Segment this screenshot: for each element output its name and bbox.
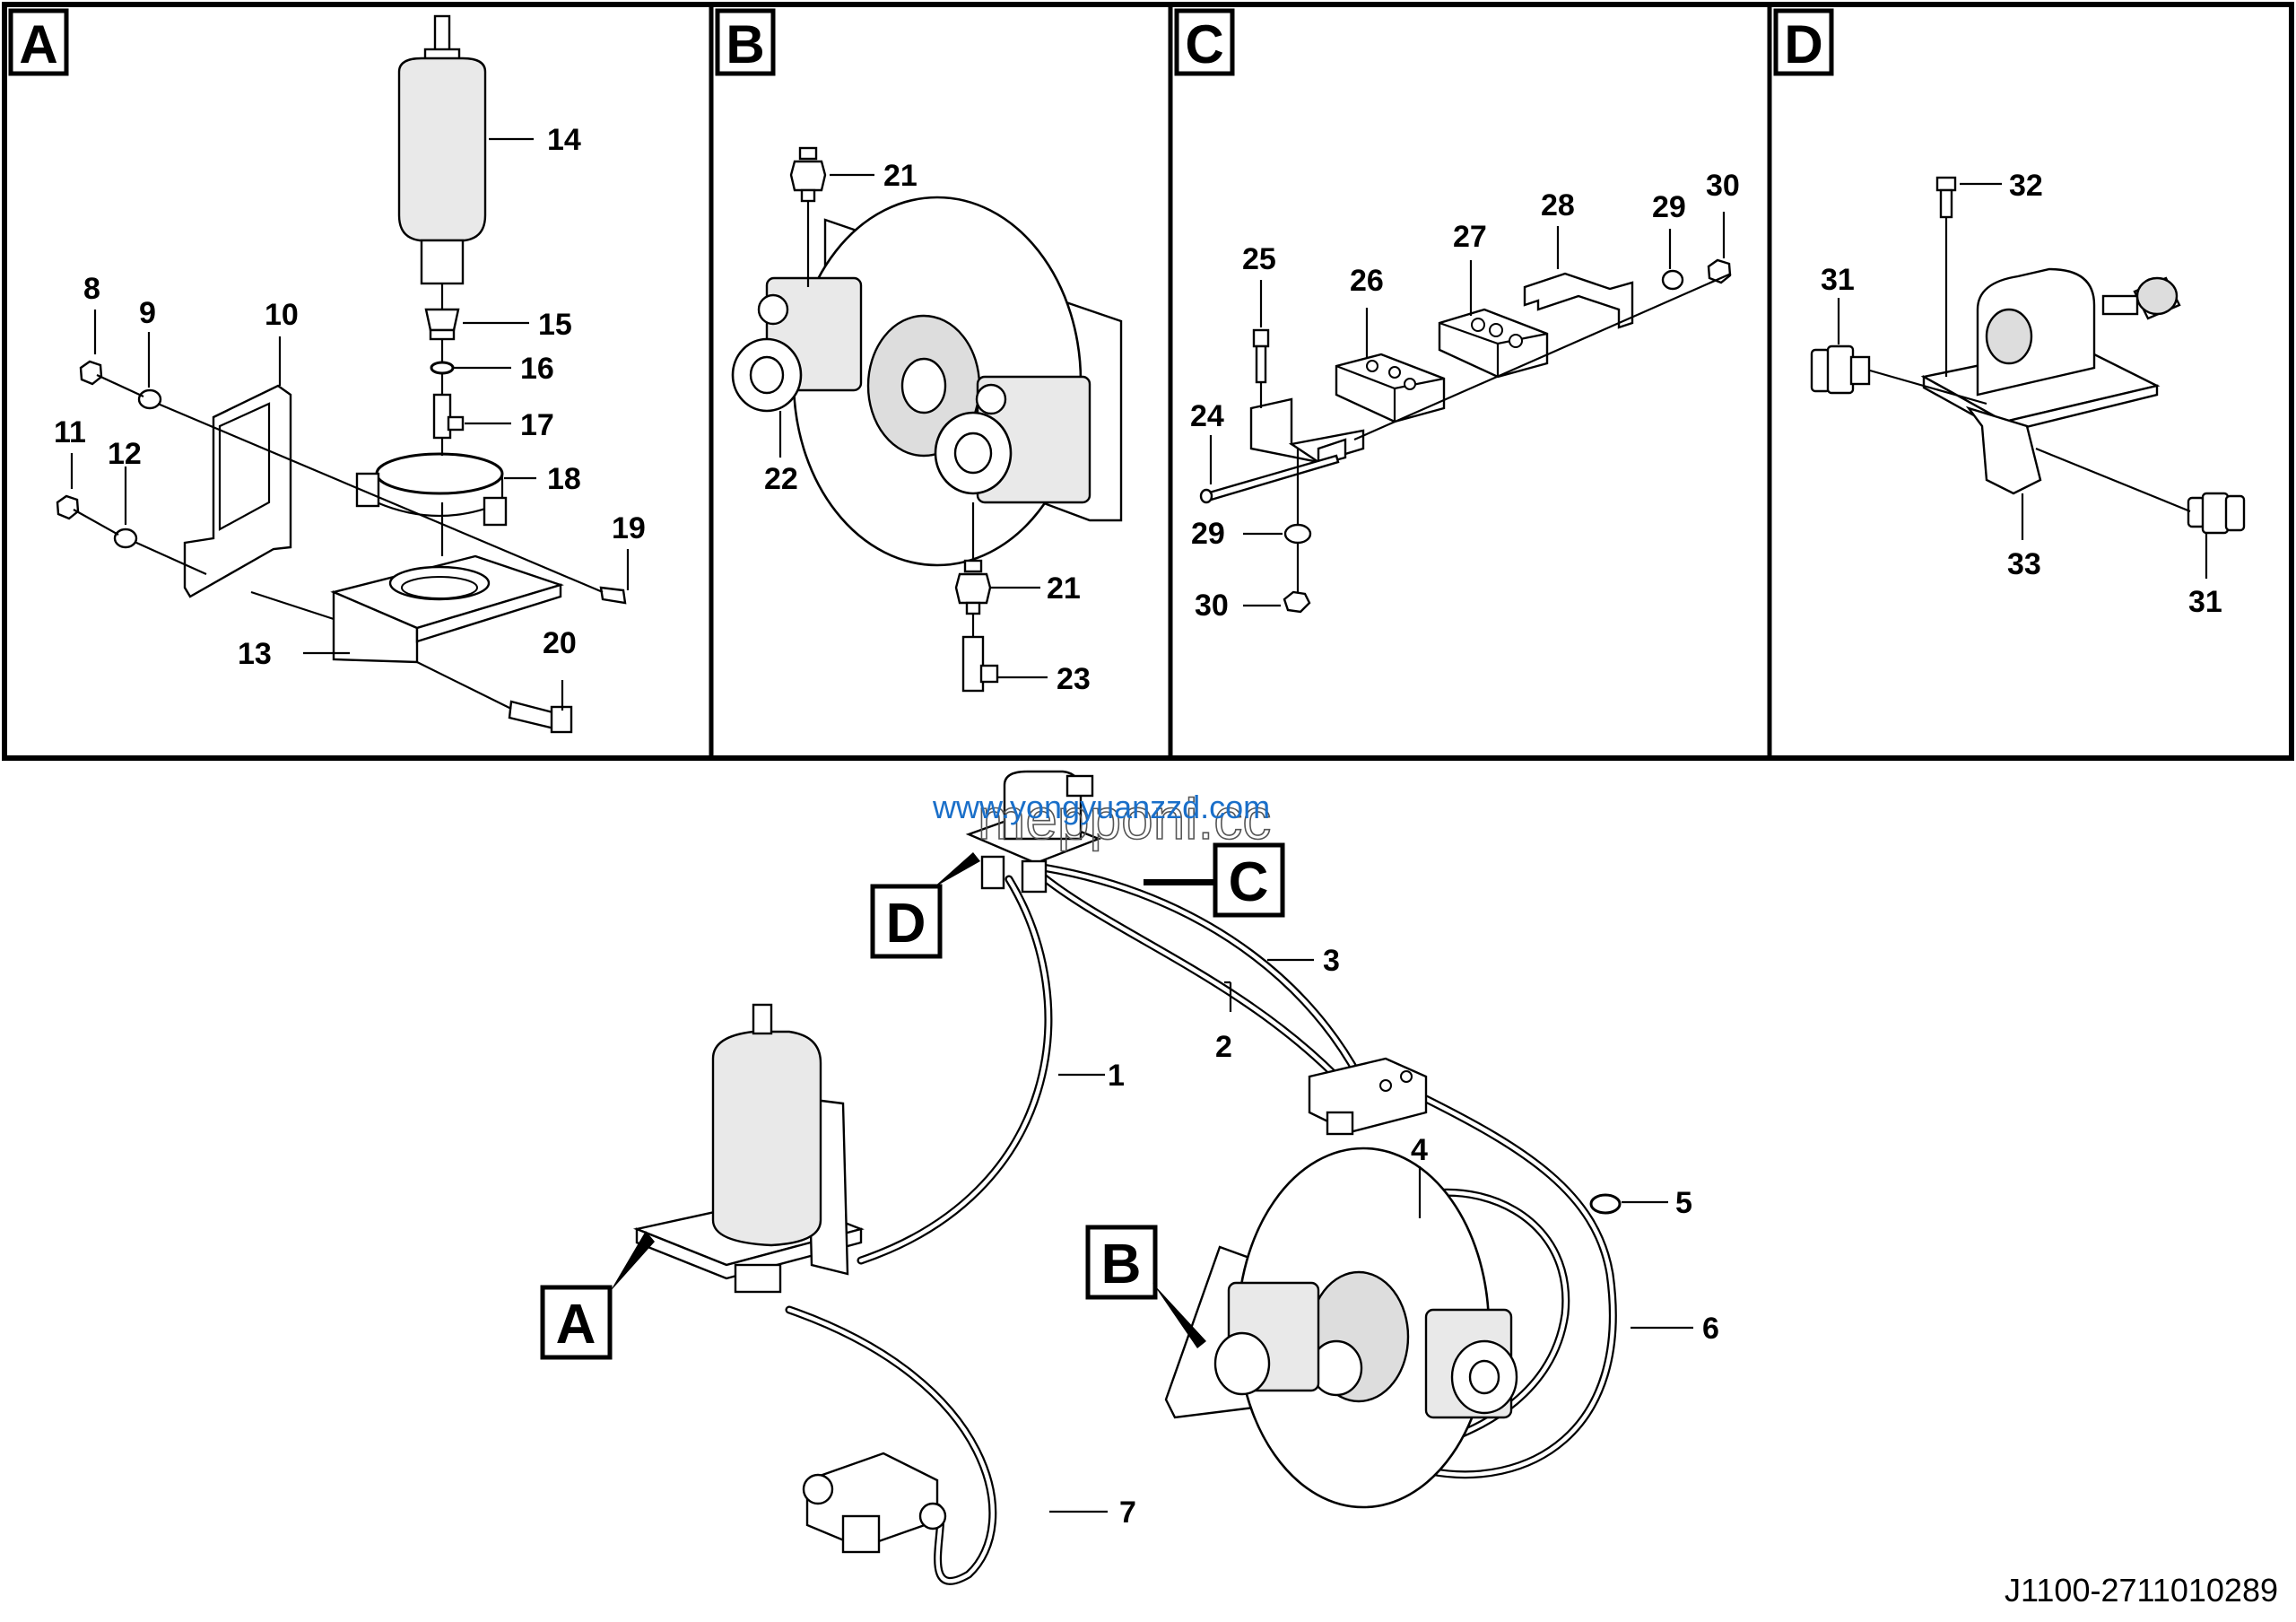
panel-c-labels: 25 26 27 28 29 30 24 29 30 [1190, 169, 1740, 623]
label-20: 20 [543, 626, 577, 660]
svg-text:D: D [886, 893, 926, 955]
svg-text:www.yongyuanzzd.com: www.yongyuanzzd.com [932, 789, 1270, 825]
label-21-bottom: 21 [1047, 571, 1081, 606]
label-15: 15 [538, 308, 572, 342]
label-29-top: 29 [1652, 190, 1686, 224]
label-31-right: 31 [2188, 585, 2222, 619]
panel-letter-c: C [1174, 8, 1235, 76]
label-9: 9 [139, 296, 156, 330]
callout-d: D [870, 852, 980, 959]
label-18: 18 [547, 462, 581, 496]
drawing-code: J1100-2711010289 [2005, 1572, 2278, 1609]
label-19: 19 [612, 511, 646, 545]
label-33: 33 [2007, 547, 2041, 581]
label-32: 32 [2009, 169, 2043, 203]
label-27: 27 [1453, 220, 1487, 254]
svg-text:C: C [1229, 851, 1269, 913]
panel-a-labels: 14 15 16 17 18 8 9 10 11 12 13 19 20 [54, 123, 646, 671]
main-leaders [1049, 958, 1693, 1513]
label-30-top: 30 [1706, 169, 1740, 203]
panel-d-labels: 32 31 33 31 [1821, 169, 2222, 619]
label-28: 28 [1541, 188, 1575, 222]
label-8: 8 [83, 272, 100, 306]
label-30-bottom: 30 [1195, 589, 1229, 623]
label-10: 10 [265, 298, 299, 332]
label-5: 5 [1675, 1186, 1692, 1220]
label-13: 13 [238, 637, 272, 671]
panel-letter-b: B [715, 8, 776, 76]
main-labels: 1 2 3 4 5 6 7 [1108, 944, 1719, 1530]
panel-b-labels: 21 22 21 23 [764, 159, 1091, 696]
callout-a: A [540, 1231, 655, 1360]
label-7: 7 [1119, 1496, 1136, 1530]
label-4: 4 [1411, 1133, 1428, 1167]
label-23: 23 [1057, 662, 1091, 696]
label-1: 1 [1108, 1059, 1125, 1093]
label-31-left: 31 [1821, 263, 1855, 297]
label-22: 22 [764, 462, 798, 496]
label-29-bottom: 29 [1191, 517, 1225, 551]
svg-text:A: A [19, 14, 57, 74]
main-parts [632, 770, 1622, 1554]
panel-b-parts [731, 146, 1123, 693]
svg-text:mepponi.cc: mepponi.cc [978, 787, 1271, 851]
label-3: 3 [1323, 944, 1340, 978]
panel-c-parts [1199, 212, 1732, 614]
callout-c: C [1144, 842, 1285, 918]
panel-d-parts [1810, 176, 2246, 579]
label-25: 25 [1242, 242, 1276, 276]
label-16: 16 [520, 352, 554, 386]
svg-text:A: A [556, 1294, 596, 1356]
svg-text:C: C [1185, 14, 1223, 74]
panel-frames [2, 2, 2294, 761]
label-24: 24 [1190, 399, 1224, 433]
label-26: 26 [1350, 264, 1384, 298]
main-hoses [785, 861, 1617, 1585]
label-14: 14 [547, 123, 581, 157]
svg-text:B: B [726, 14, 764, 74]
callout-b: B [1085, 1225, 1206, 1348]
panel-a-parts [56, 14, 630, 734]
panel-letter-a: A [8, 8, 69, 76]
label-12: 12 [108, 437, 142, 471]
label-6: 6 [1702, 1312, 1719, 1346]
label-17: 17 [520, 408, 554, 442]
label-21-top: 21 [883, 159, 918, 193]
label-11: 11 [54, 415, 86, 449]
panel-letter-d: D [1773, 8, 1834, 76]
svg-text:B: B [1101, 1234, 1142, 1295]
label-2: 2 [1215, 1030, 1232, 1064]
watermark: mepponi.cc www.yongyuanzzd.com [932, 786, 1272, 852]
svg-text:D: D [1784, 14, 1822, 74]
